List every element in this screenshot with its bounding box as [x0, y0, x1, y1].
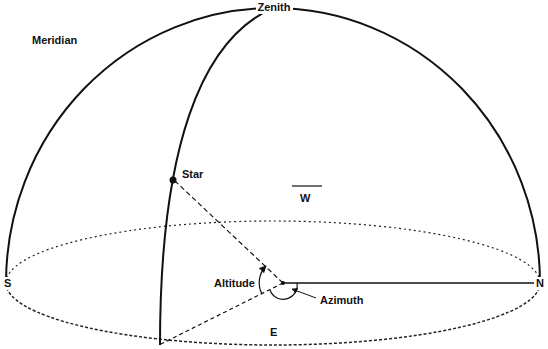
west-label: W	[298, 192, 312, 205]
north-label: N	[534, 277, 546, 290]
altitude-label: Altitude	[212, 277, 257, 290]
zenith-label: Zenith	[256, 1, 293, 14]
azimuth-arc	[270, 283, 297, 299]
foot-line	[161, 283, 283, 344]
star-label: Star	[180, 168, 205, 181]
north-line	[283, 282, 540, 284]
vertical-circle	[160, 8, 273, 345]
horizon-front	[6, 283, 540, 345]
horizon-back	[6, 221, 540, 283]
meridian-label: Meridian	[30, 34, 79, 47]
south-label: S	[2, 277, 13, 290]
star-dot	[170, 177, 177, 184]
east-label: E	[268, 326, 279, 339]
azimuth-leader	[292, 289, 316, 298]
west-mark	[292, 185, 322, 186]
altitude-arc	[259, 266, 266, 294]
star-line	[175, 181, 283, 283]
observer-point	[281, 281, 285, 285]
azimuth-label: Azimuth	[318, 294, 365, 307]
meridian-arc	[6, 8, 540, 283]
